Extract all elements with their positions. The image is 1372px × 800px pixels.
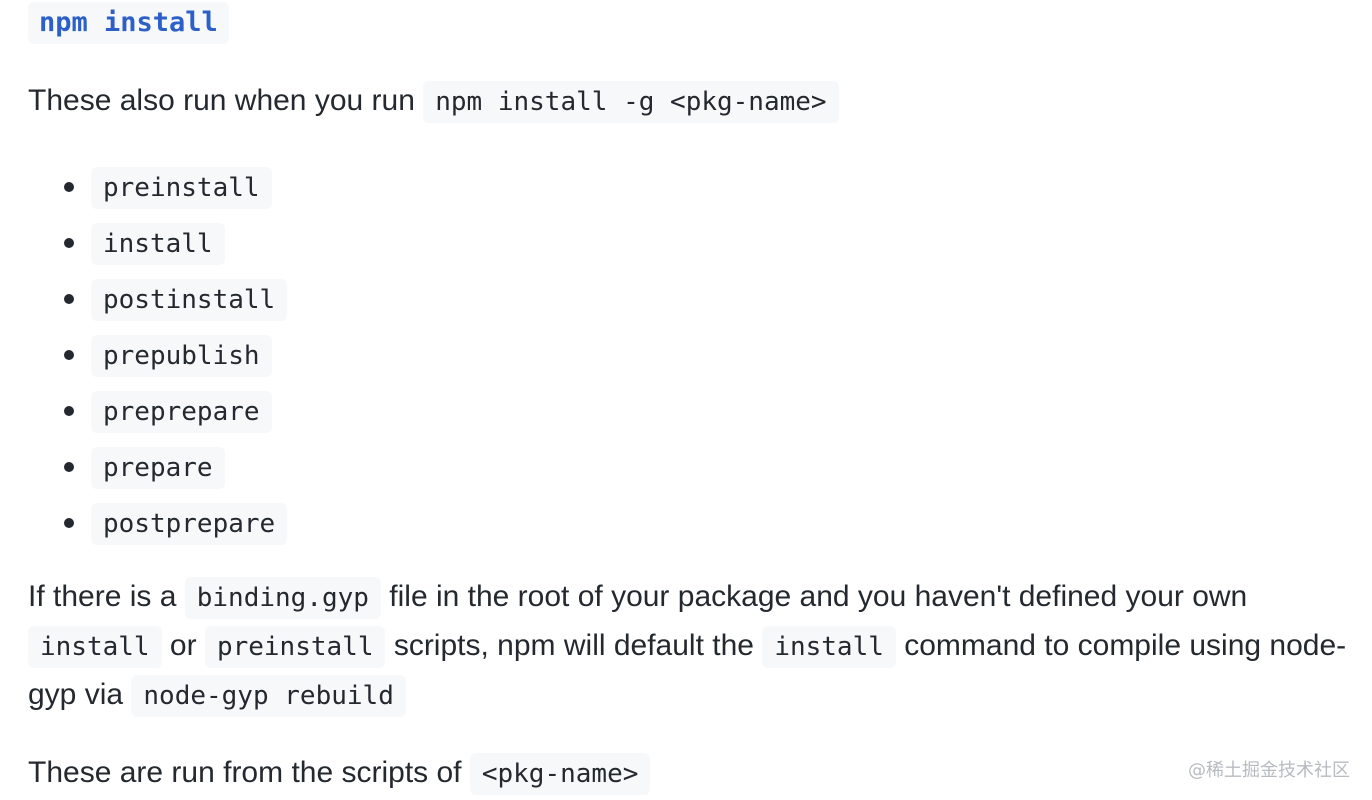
binding-code-5: node-gyp rebuild	[131, 675, 406, 717]
watermark-text: @稀土掘金技术社区	[1188, 760, 1350, 781]
script-name: install	[91, 223, 225, 265]
list-item: postprepare	[28, 496, 288, 552]
binding-code-4: install	[762, 626, 896, 668]
list-item: postinstall	[28, 272, 288, 328]
bullet-icon	[64, 406, 74, 416]
list-item: prepare	[28, 440, 287, 496]
list-item: preprepare	[28, 384, 287, 440]
script-name: prepublish	[91, 335, 272, 377]
bullet-icon	[64, 294, 74, 304]
intro-paragraph: These also run when you run npm install …	[28, 77, 839, 126]
intro-code: npm install -g <pkg-name>	[423, 81, 839, 123]
script-name: postprepare	[91, 503, 288, 545]
section-heading: npm install	[28, 2, 229, 44]
script-name: postinstall	[91, 279, 288, 321]
bullet-icon	[64, 462, 74, 472]
footer-text: These are run from the scripts of	[28, 756, 470, 789]
binding-code-2: install	[28, 626, 162, 668]
binding-text-3: or	[161, 629, 205, 662]
scripts-list: preinstall install postinstall prepublis…	[28, 160, 288, 552]
binding-text-4: scripts, npm will default the	[385, 629, 763, 662]
footer-paragraph: These are run from the scripts of <pkg-n…	[28, 749, 651, 798]
binding-text-1: If there is a	[28, 580, 185, 613]
bullet-icon	[64, 238, 74, 248]
intro-text: These also run when you run	[28, 84, 424, 117]
bullet-icon	[64, 182, 74, 192]
binding-text-5: command to compile using node-gyp via	[28, 629, 1347, 711]
footer-code: <pkg-name>	[469, 753, 651, 795]
binding-code-3: preinstall	[204, 626, 386, 668]
bullet-icon	[64, 350, 74, 360]
list-item: install	[28, 216, 287, 272]
binding-text-2: file in the root of your package and you…	[380, 580, 1248, 613]
binding-paragraph: If there is a binding.gyp file in the ro…	[28, 573, 1348, 720]
script-name: prepare	[91, 447, 225, 489]
list-item: prepublish	[28, 328, 287, 384]
script-name: preinstall	[91, 167, 272, 209]
bullet-icon	[64, 518, 74, 528]
binding-code-1: binding.gyp	[184, 577, 381, 619]
script-name: preprepare	[91, 391, 272, 433]
list-item: preinstall	[28, 160, 287, 216]
